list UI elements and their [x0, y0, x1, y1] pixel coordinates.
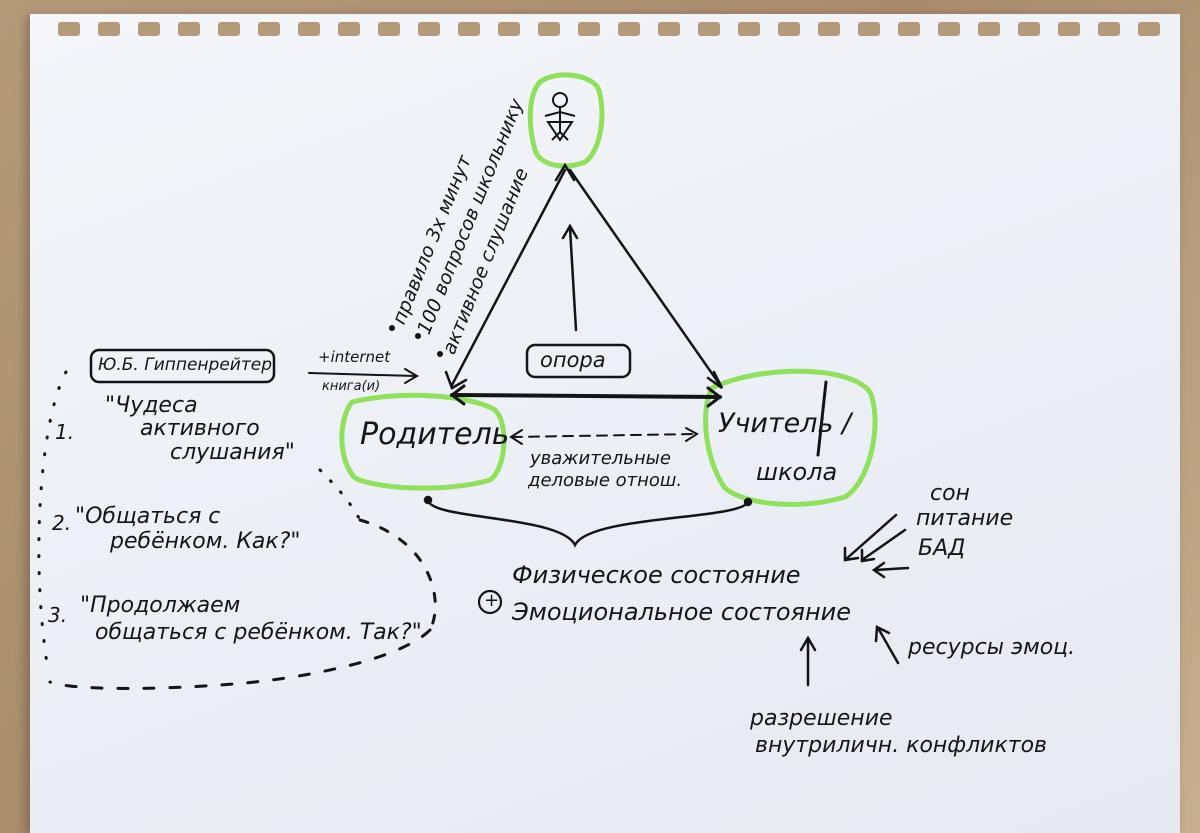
- teacher-slash: [816, 380, 828, 457]
- teacher-label-line2: школа: [756, 458, 838, 486]
- book-2-line1: "Общаться с: [75, 504, 221, 529]
- book-1-line3: слушания": [170, 440, 295, 465]
- factor-sleep: сон: [930, 481, 970, 506]
- arrow-son: [843, 513, 898, 562]
- parent-label: Родитель: [360, 417, 510, 452]
- books-dotted-outline: [37, 370, 437, 690]
- relation-label-line1: уважительные: [530, 448, 671, 469]
- curly-brace: [426, 498, 750, 548]
- parent-highlight: [339, 392, 507, 491]
- support-box: [525, 343, 632, 379]
- bullet-dots: [389, 325, 443, 357]
- factor-supplements: БАД: [918, 536, 966, 561]
- arrow-bad: [871, 561, 910, 579]
- support-label: опора: [540, 348, 606, 372]
- book-1-number: 1.: [55, 420, 75, 444]
- book-2-line2: ребёнком. Как?": [110, 529, 301, 554]
- teacher-label-line1: Учитель /: [718, 408, 852, 439]
- book-1-line1: "Чудеса: [105, 393, 198, 418]
- emotional-resources-label: ресурсы эмоц.: [908, 635, 1076, 660]
- plus-circle: [477, 589, 503, 615]
- arrow-resolution: [799, 635, 817, 687]
- source-books: книга(и): [322, 379, 381, 394]
- factor-nutrition: питание: [916, 506, 1014, 531]
- arrow-parent-teacher: [450, 393, 722, 399]
- notebook-page: [30, 14, 1180, 833]
- arrow-support-child: [568, 226, 578, 332]
- spiral-holes: [58, 22, 1160, 36]
- plus-sign: +: [484, 590, 500, 611]
- physical-state-label: Физическое состояние: [512, 561, 801, 589]
- teacher-highlight: [703, 368, 878, 507]
- stick-figure-icon: [544, 92, 576, 142]
- green-highlights: [339, 72, 878, 507]
- arrow-pitanie: [860, 528, 907, 563]
- dashed-relation-arrow: [511, 433, 696, 438]
- emotional-state-label: Эмоциональное состояние: [512, 598, 852, 626]
- book-3-line1: "Продолжаем: [80, 593, 241, 618]
- book-2-number: 2.: [52, 511, 72, 535]
- resolution-line2: внутриличн. конфликтов: [755, 733, 1048, 758]
- arrow-sources: [308, 368, 419, 384]
- book-3-number: 3.: [48, 603, 68, 627]
- relation-label-line2: деловые отнош.: [528, 470, 683, 491]
- arrow-child-parent: [450, 168, 567, 387]
- triangle-arrows: [89, 162, 910, 687]
- author-name: Ю.Б. Гиппенрейтер: [98, 355, 273, 375]
- book-1-line2: активного: [140, 416, 260, 441]
- author-box: [89, 348, 276, 384]
- child-highlight: [527, 72, 605, 169]
- book-3-line2: общаться с ребёнком. Так?": [95, 620, 422, 645]
- resolution-line1: разрешение: [750, 706, 893, 731]
- arrow-child-teacher: [568, 168, 722, 387]
- source-internet: +internet: [318, 348, 391, 366]
- arrow-resource: [874, 625, 900, 665]
